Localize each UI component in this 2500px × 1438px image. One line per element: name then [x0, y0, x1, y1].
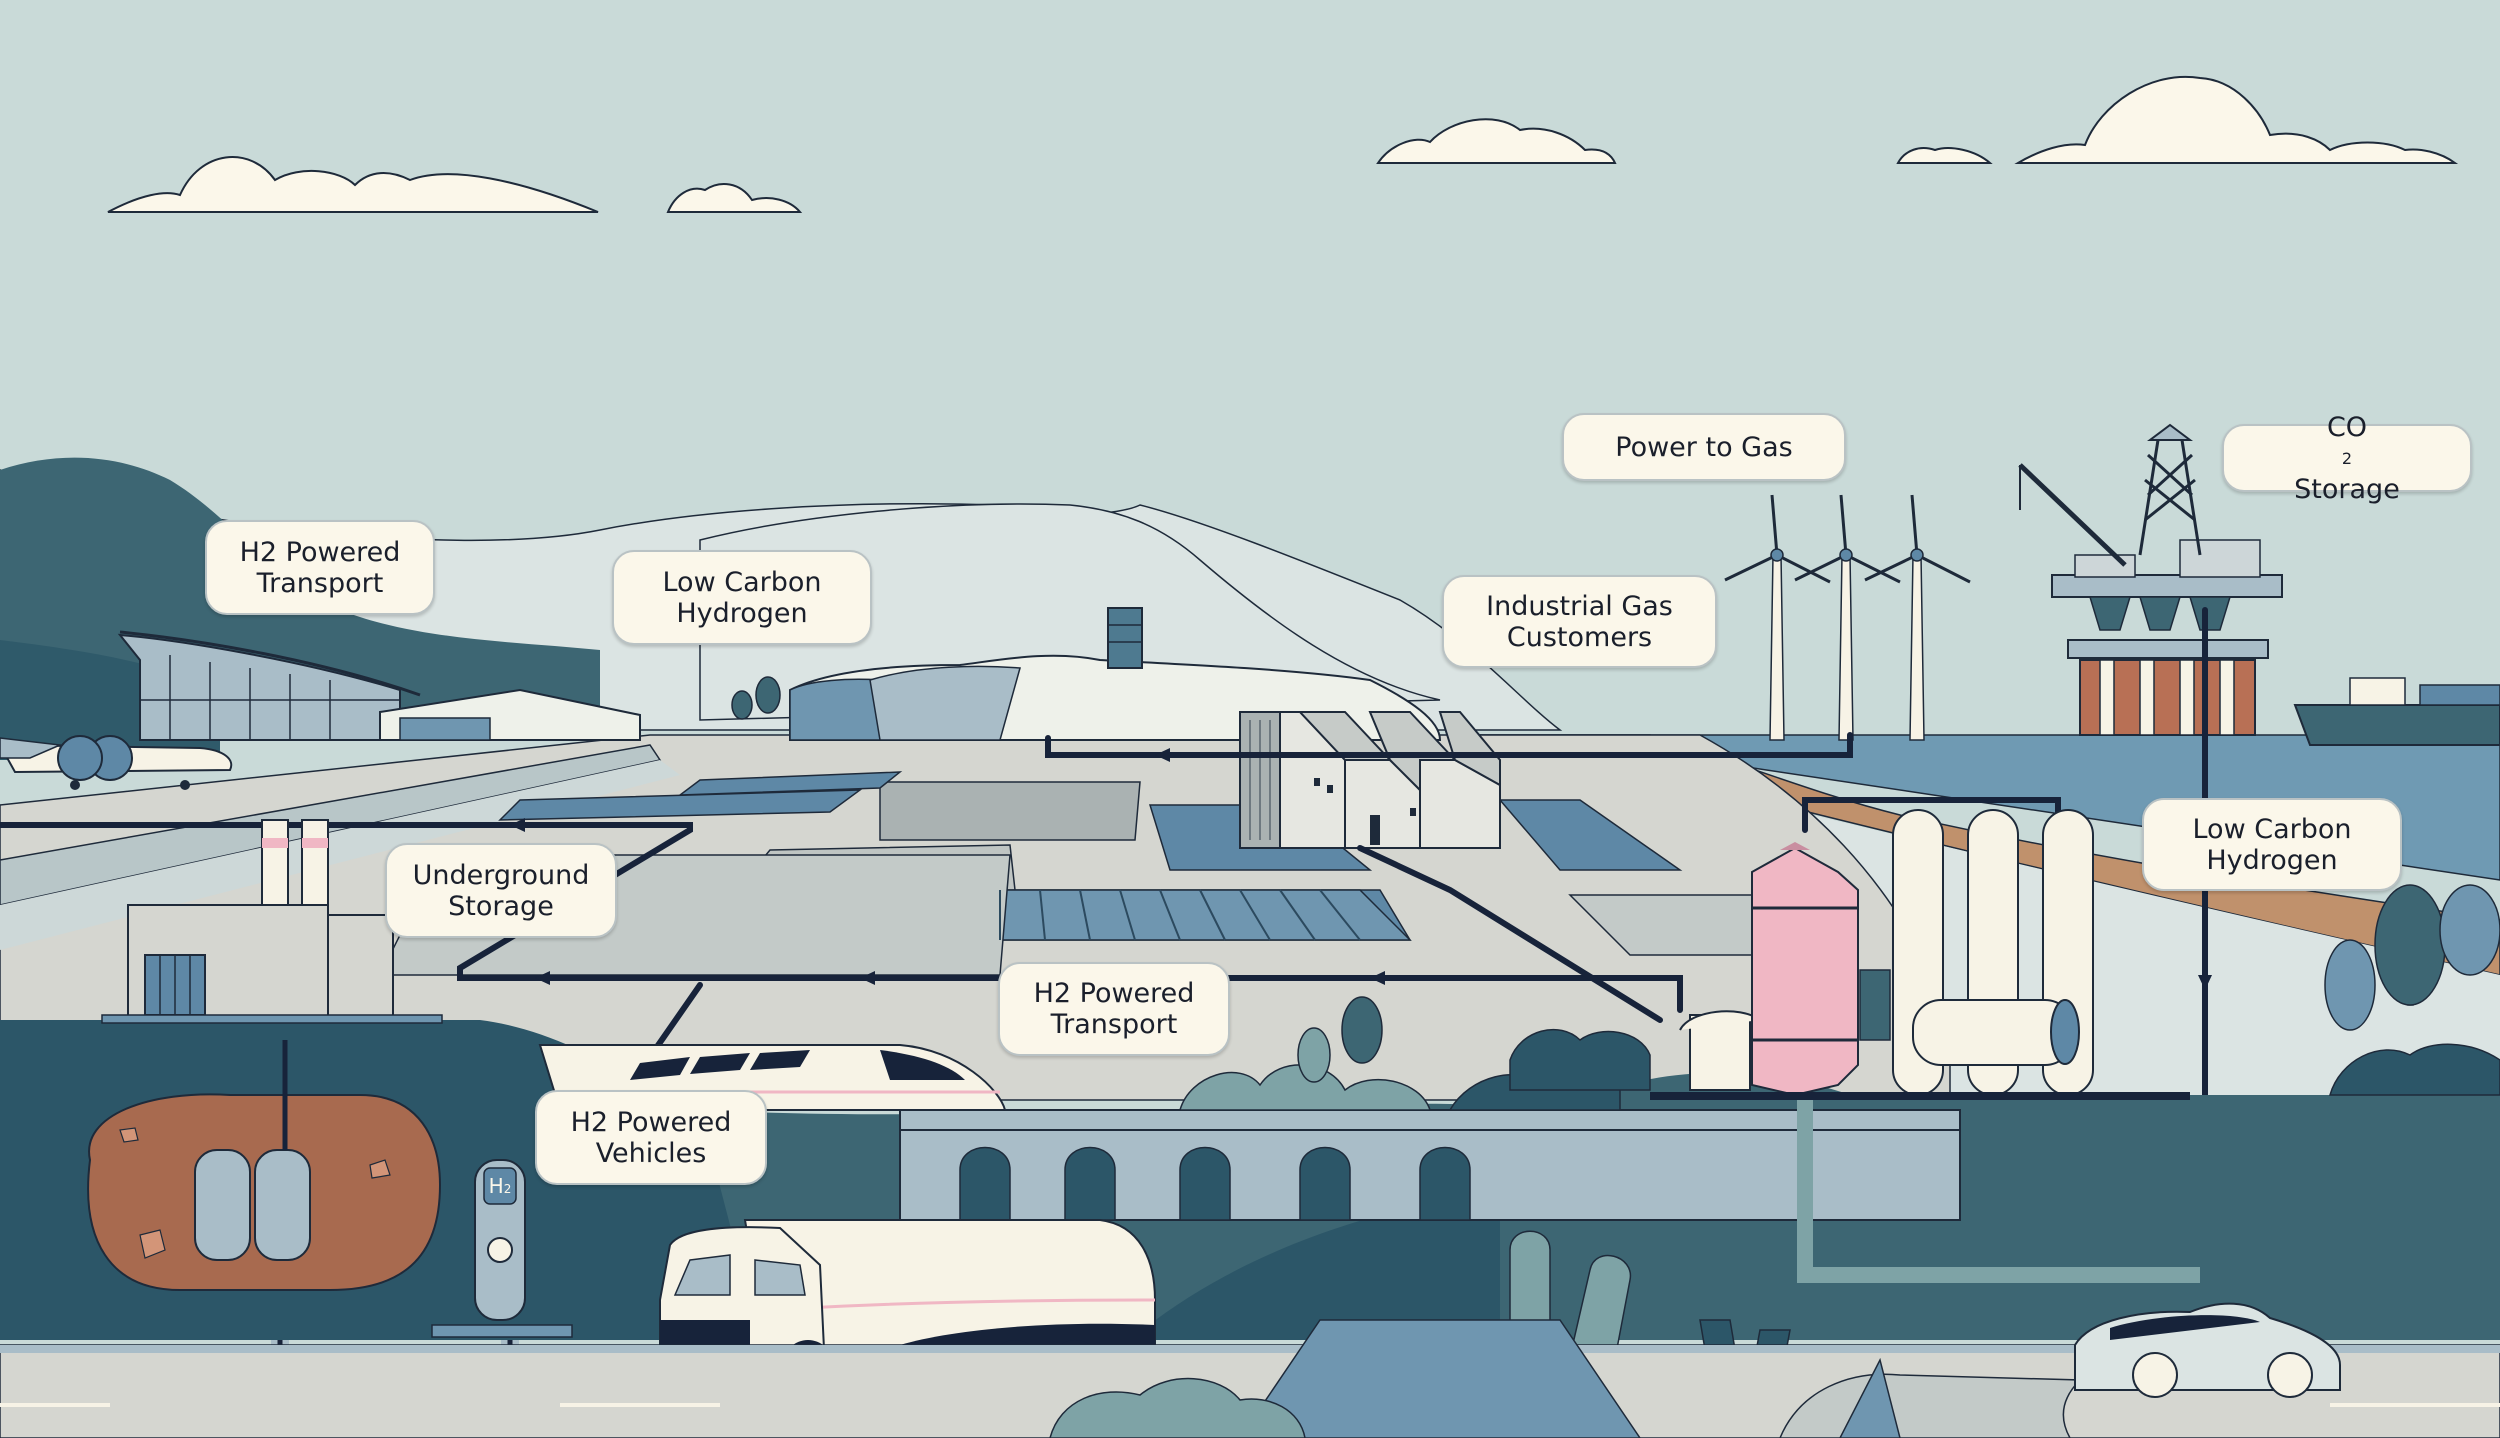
label-line: Hydrogen: [2206, 844, 2338, 876]
co2-prefix: CO: [2326, 411, 2368, 443]
label-line: Storage: [448, 890, 554, 922]
label-line: Vehicles: [595, 1137, 707, 1169]
label-line: H2 Powered: [239, 536, 401, 568]
road-lane: [0, 760, 680, 950]
cloud: [2014, 75, 2459, 164]
label-line: Low Carbon: [2192, 813, 2352, 845]
bushes: [1179, 996, 1651, 1111]
cloud: [107, 156, 599, 213]
co2-subscript: 2: [2341, 448, 2353, 468]
label-line: Customers: [1506, 621, 1653, 653]
small-trees: [731, 676, 781, 720]
pipe-industrial: [1357, 845, 1663, 1023]
label-h2-powered-transport-center: H2 Powered Transport: [998, 962, 1230, 1056]
label-h2-powered-transport-left: H2 Powered Transport: [205, 520, 435, 615]
industrial-gas-building: [1239, 711, 1501, 849]
h2-sign-letter: H: [488, 1174, 504, 1198]
trees-right: [2324, 884, 2500, 1096]
label-line: H2 Powered: [570, 1106, 732, 1138]
pale-hill-right: [699, 503, 1441, 721]
label-h2-powered-vehicles: H2 Powered Vehicles: [535, 1090, 767, 1185]
label-line: CO 2 Storage: [2294, 412, 2400, 505]
underground-pipe-loop: [1797, 1100, 2200, 1283]
label-line: Industrial Gas: [1486, 590, 1673, 622]
wind-turbine: [1794, 494, 1901, 741]
label-underground-storage: Underground Storage: [385, 843, 617, 938]
h2-airplane: [0, 735, 233, 790]
underground-storage-facility: [101, 819, 443, 1024]
underground-dark-mound: [1130, 1190, 1500, 1340]
cargo-ship: [2293, 677, 2500, 746]
cloud: [1896, 147, 1993, 164]
label-co2-storage: CO 2 Storage: [2222, 412, 2472, 505]
h2-sign-sub: 2: [503, 1182, 512, 1196]
label-line: Power to Gas: [1615, 431, 1793, 463]
label-line: Underground: [412, 859, 590, 891]
wind-turbine: [1724, 494, 1831, 741]
road-edge: [0, 1345, 2500, 1353]
pipe-transport: [0, 822, 1683, 1013]
process-plant: [1650, 809, 2190, 1100]
co2-suffix: Storage: [2294, 473, 2400, 505]
pipe-power-to-gas: [1045, 732, 1853, 758]
label-line: Hydrogen: [676, 597, 808, 629]
label-low-carbon-hydrogen-center: Low Carbon Hydrogen: [612, 550, 872, 645]
viaduct: [899, 1109, 1961, 1221]
label-line: Low Carbon: [662, 566, 822, 598]
underground-cavern: [87, 1040, 442, 1291]
foreground-mounds: [1049, 1319, 2082, 1438]
label-power-to-gas: Power to Gas: [1562, 413, 1846, 481]
cloud: [666, 183, 803, 213]
ground-tiles: [378, 771, 1853, 976]
label-low-carbon-hydrogen-right: Low Carbon Hydrogen: [2142, 798, 2402, 891]
solar-panels: [999, 889, 1361, 941]
cloud: [1376, 118, 1617, 164]
label-line: Transport: [1050, 1009, 1178, 1040]
label-industrial-gas-customers: Industrial Gas Customers: [1442, 575, 1717, 668]
wind-turbine: [1864, 494, 1971, 741]
clouds: [107, 75, 2459, 213]
label-line: H2 Powered: [1033, 978, 1195, 1009]
airport-terminal: [117, 630, 641, 741]
h2-car: [2074, 1302, 2341, 1398]
wind-turbines: [1724, 494, 1971, 741]
offshore-co2-rig: [2018, 423, 2283, 736]
label-line: Transport: [256, 567, 384, 599]
h2-sign: H2: [484, 1168, 516, 1204]
